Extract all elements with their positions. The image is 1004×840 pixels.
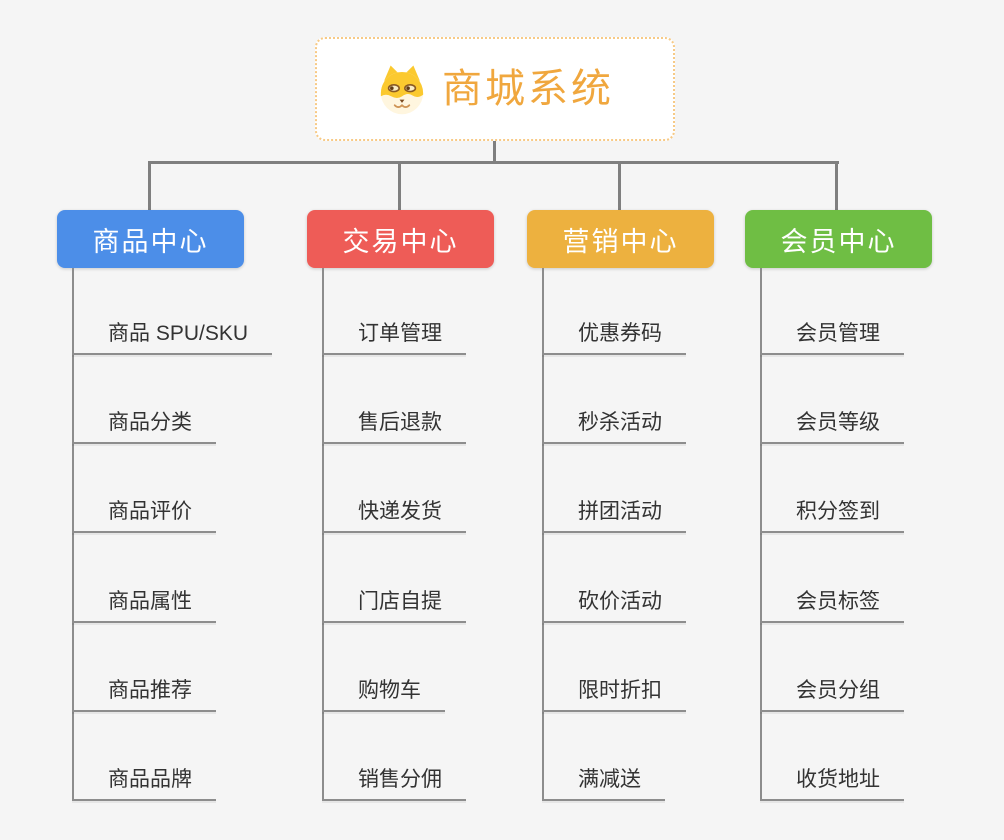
leaf-node[interactable]: 会员标签 bbox=[760, 590, 904, 623]
leaf-node[interactable]: 满减送 bbox=[542, 768, 665, 801]
leaf-node[interactable]: 收货地址 bbox=[760, 768, 904, 801]
connector-branch-line bbox=[760, 268, 762, 801]
leaf-node[interactable]: 购物车 bbox=[322, 679, 445, 712]
dog-face-icon bbox=[380, 65, 424, 115]
connector-bus bbox=[148, 161, 839, 164]
leaf-node[interactable]: 商品推荐 bbox=[72, 679, 216, 712]
leaf-column-marketing: 优惠券码 秒杀活动 拼团活动 砍价活动 限时折扣 满减送 bbox=[542, 268, 787, 803]
branch-node-members[interactable]: 会员中心 bbox=[745, 210, 932, 268]
leaf-column-products: 商品 SPU/SKU 商品分类 商品评价 商品属性 商品推荐 商品品牌 bbox=[72, 268, 317, 803]
leaf-node[interactable]: 订单管理 bbox=[322, 322, 466, 355]
leaf-column-trade: 订单管理 售后退款 快递发货 门店自提 购物车 销售分佣 bbox=[322, 268, 567, 803]
connector-branch-line bbox=[72, 268, 74, 801]
leaf-node[interactable]: 优惠券码 bbox=[542, 322, 686, 355]
root-node[interactable]: 商城系统 bbox=[315, 37, 675, 141]
leaf-column-members: 会员管理 会员等级 积分签到 会员标签 会员分组 收货地址 bbox=[760, 268, 1004, 803]
leaf-node[interactable]: 商品 SPU/SKU bbox=[72, 322, 273, 355]
leaf-node[interactable]: 会员管理 bbox=[760, 322, 904, 355]
leaf-node[interactable]: 积分签到 bbox=[760, 500, 904, 533]
leaf-node[interactable]: 砍价活动 bbox=[542, 590, 686, 623]
leaf-node[interactable]: 销售分佣 bbox=[322, 768, 466, 801]
connector-drop-trade bbox=[398, 163, 401, 210]
leaf-node[interactable]: 会员分组 bbox=[760, 679, 904, 712]
branch-node-products[interactable]: 商品中心 bbox=[57, 210, 244, 268]
connector-root-stem bbox=[493, 141, 496, 162]
leaf-node[interactable]: 会员等级 bbox=[760, 411, 904, 444]
connector-branch-line bbox=[322, 268, 324, 801]
leaf-node[interactable]: 商品品牌 bbox=[72, 768, 216, 801]
leaf-node[interactable]: 快递发货 bbox=[322, 500, 466, 533]
leaf-node[interactable]: 商品评价 bbox=[72, 500, 216, 533]
leaf-node[interactable]: 售后退款 bbox=[322, 411, 466, 444]
connector-drop-marketing bbox=[618, 163, 621, 210]
leaf-node[interactable]: 商品分类 bbox=[72, 411, 216, 444]
leaf-node[interactable]: 商品属性 bbox=[72, 590, 216, 623]
connector-drop-products bbox=[148, 163, 151, 210]
leaf-node[interactable]: 秒杀活动 bbox=[542, 411, 686, 444]
branch-node-marketing[interactable]: 营销中心 bbox=[527, 210, 714, 268]
branch-node-trade[interactable]: 交易中心 bbox=[307, 210, 494, 268]
connector-drop-members bbox=[835, 163, 838, 210]
root-title: 商城系统 bbox=[442, 67, 614, 111]
connector-branch-line bbox=[542, 268, 544, 801]
leaf-node[interactable]: 限时折扣 bbox=[542, 679, 686, 712]
leaf-node[interactable]: 门店自提 bbox=[322, 590, 466, 623]
leaf-node[interactable]: 拼团活动 bbox=[542, 500, 686, 533]
